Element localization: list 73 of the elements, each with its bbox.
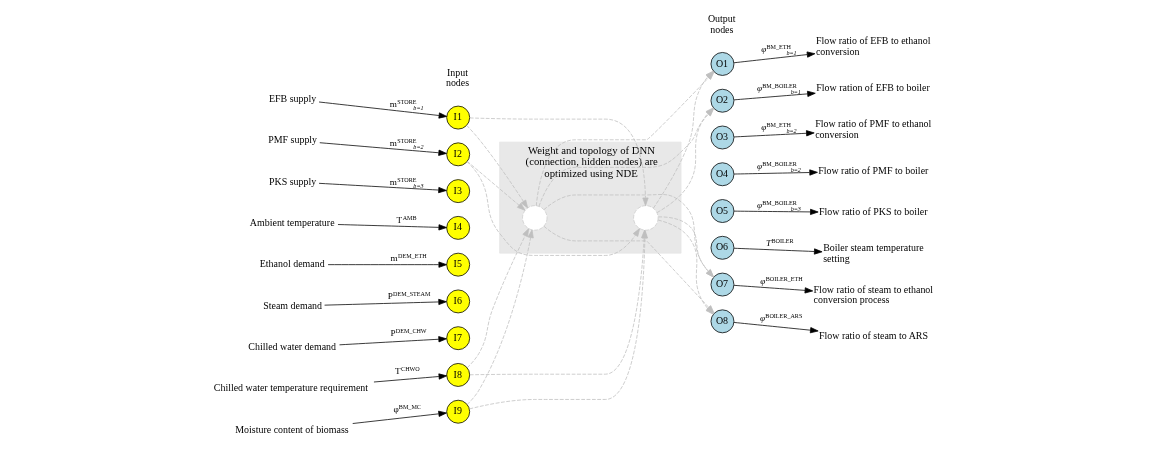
arrow: [469, 230, 648, 410]
node-circle: [633, 205, 659, 231]
node-circle: O4: [710, 162, 735, 187]
arrow: [466, 229, 534, 405]
node-circle: O2: [710, 88, 735, 113]
arrow: [337, 224, 447, 231]
arrow: [733, 284, 814, 294]
node-text: Flow ratio of steam to ARS: [818, 330, 929, 342]
edge-label: φ$^{BOILER_ETH}$: [760, 275, 803, 286]
cluster: Weight and topology of DNN (connection, hidden nodes) are optimized using NDE: [499, 141, 682, 254]
edge-label: m$^{DEM_ETH}$: [390, 253, 427, 264]
node-circle: I5: [446, 252, 471, 277]
node-circle: I2: [446, 142, 471, 167]
arrow: [318, 101, 448, 119]
node-text: Ambient temperature: [249, 216, 335, 228]
arrow: [733, 169, 818, 176]
node-circle: I8: [446, 363, 471, 387]
arrow: [733, 208, 819, 215]
arrow: [466, 125, 529, 209]
edge-label: φ$^{BOILER_ARS}$: [759, 313, 803, 324]
arrow: [373, 373, 448, 383]
arrow: [466, 161, 640, 256]
arrow: [733, 130, 815, 138]
node-text: Boiler steam temperature setting: [823, 242, 924, 264]
arrow: [733, 247, 823, 255]
node-text: PKS supply: [268, 175, 317, 187]
node-text: Flow ration of EFB to boiler: [816, 82, 930, 94]
label: Input nodes: [445, 66, 470, 89]
arrow: [469, 229, 648, 376]
node-circle: I9: [446, 399, 471, 424]
node-circle: [522, 205, 548, 231]
arrow: [324, 298, 447, 306]
arrow: [319, 142, 447, 156]
edge-label: P$^{DEM_STEAM}$: [387, 290, 431, 301]
node-circle: O3: [710, 125, 735, 150]
node-text: Moisture content of biomass: [235, 423, 349, 435]
node-circle: O6: [710, 235, 735, 260]
node-text: Flow ratio of EFB to ethanol conversion: [815, 35, 931, 58]
node-circle: I3: [446, 179, 471, 203]
node-circle: O1: [710, 52, 735, 76]
edge-label: T$^{BOILER}$: [766, 237, 794, 248]
node-text: Steam demand: [263, 299, 323, 311]
node-circle: O7: [710, 272, 735, 297]
arrow: [339, 336, 447, 346]
node-circle: O5: [710, 199, 735, 223]
node-text: Flow ratio of PMF to ethanol conversion: [815, 118, 932, 140]
arrow: [469, 117, 649, 206]
node-circle: I1: [446, 105, 471, 130]
node-text: PMF supply: [268, 134, 318, 146]
node-circle: I7: [446, 326, 471, 351]
edge-label: P$^{DEM_CHW}$: [390, 328, 427, 339]
arrow: [733, 51, 816, 64]
node-circle: I4: [446, 216, 471, 240]
arrow: [327, 261, 447, 268]
arrow: [466, 161, 526, 211]
node-text: Ethanol demand: [259, 258, 325, 270]
arrow: [466, 228, 529, 369]
node-circle: O8: [710, 309, 735, 334]
node-text: Chilled water temperature requirement: [213, 382, 369, 394]
node-text: Flow ratio of steam to ethanol conversion process: [813, 283, 934, 306]
edge-label: φ$^{BM_MC}$: [393, 404, 421, 415]
node-text: Flow ratio of PKS to boiler: [818, 206, 928, 218]
node-circle: I6: [446, 289, 471, 314]
edge-label: T$^{AMB}$: [396, 214, 417, 225]
node-text: Chilled water demand: [248, 340, 337, 352]
label: Output nodes: [707, 13, 736, 35]
arrow: [733, 322, 819, 334]
node-text: EFB supply: [268, 92, 317, 104]
edge-label: T$^{CHWO}$: [394, 365, 420, 376]
node-text: Flow ratio of PMF to boiler: [818, 164, 929, 176]
arrow: [352, 410, 447, 424]
arrow: [318, 182, 447, 194]
arrow: [733, 90, 816, 101]
